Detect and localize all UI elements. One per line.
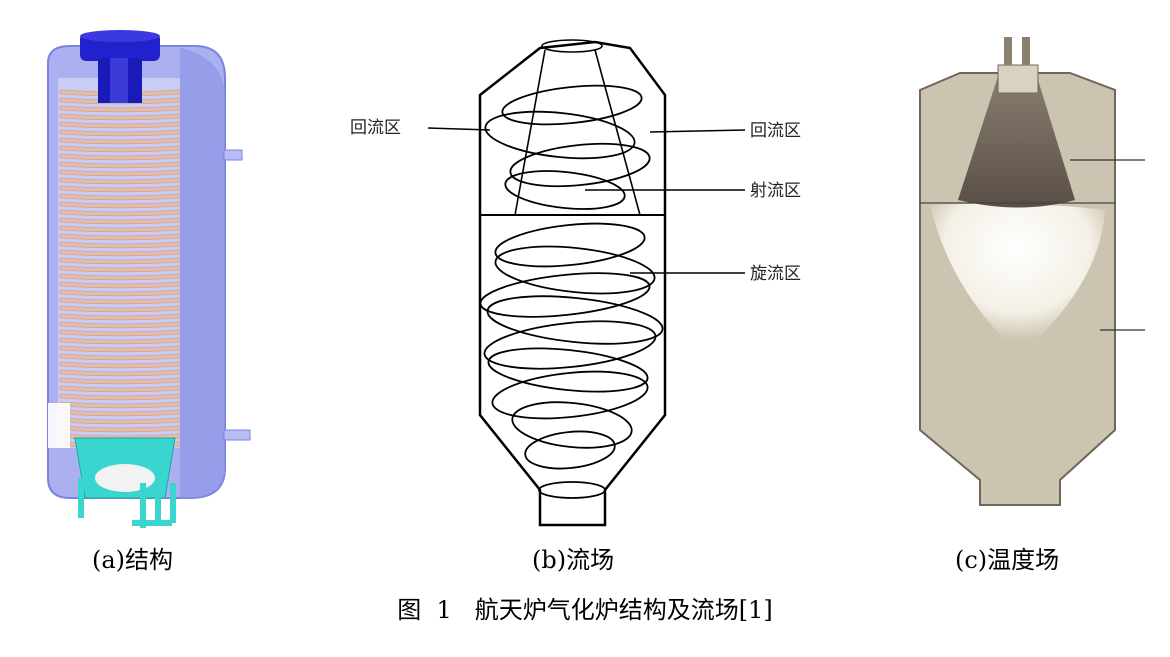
gasifier-structure-illustration	[47, 30, 251, 528]
temperature-field-map	[919, 37, 1145, 506]
side-nozzle-upper	[223, 149, 243, 161]
flow-field-diagram: 回流区 回流区 射流区 旋流区	[350, 39, 801, 527]
temperature-field-figure	[900, 25, 1150, 520]
structure-figure	[30, 28, 270, 538]
flow-field-figure: 回流区 回流区 射流区 旋流区	[330, 30, 850, 540]
label-recirculation-right: 回流区	[750, 121, 801, 141]
caption-temperature-field: (c)温度场	[955, 546, 1060, 574]
caption-structure: (a)结构	[92, 546, 174, 574]
label-jet-zone: 射流区	[750, 181, 801, 201]
membrane-wall-coils	[59, 89, 181, 449]
jet-flame-zone	[958, 70, 1075, 208]
caption-flow-field: (b)流场	[532, 546, 615, 574]
figure-title: 图 1 航天炉气化炉结构及流场[1]	[397, 596, 773, 624]
flow-streamlines	[479, 84, 664, 470]
vessel-outline	[478, 40, 667, 527]
side-nozzle-lower	[223, 429, 251, 441]
label-swirl-zone: 旋流区	[750, 264, 801, 284]
high-temperature-zone	[930, 203, 1105, 355]
label-recirculation-left: 回流区	[350, 118, 401, 138]
